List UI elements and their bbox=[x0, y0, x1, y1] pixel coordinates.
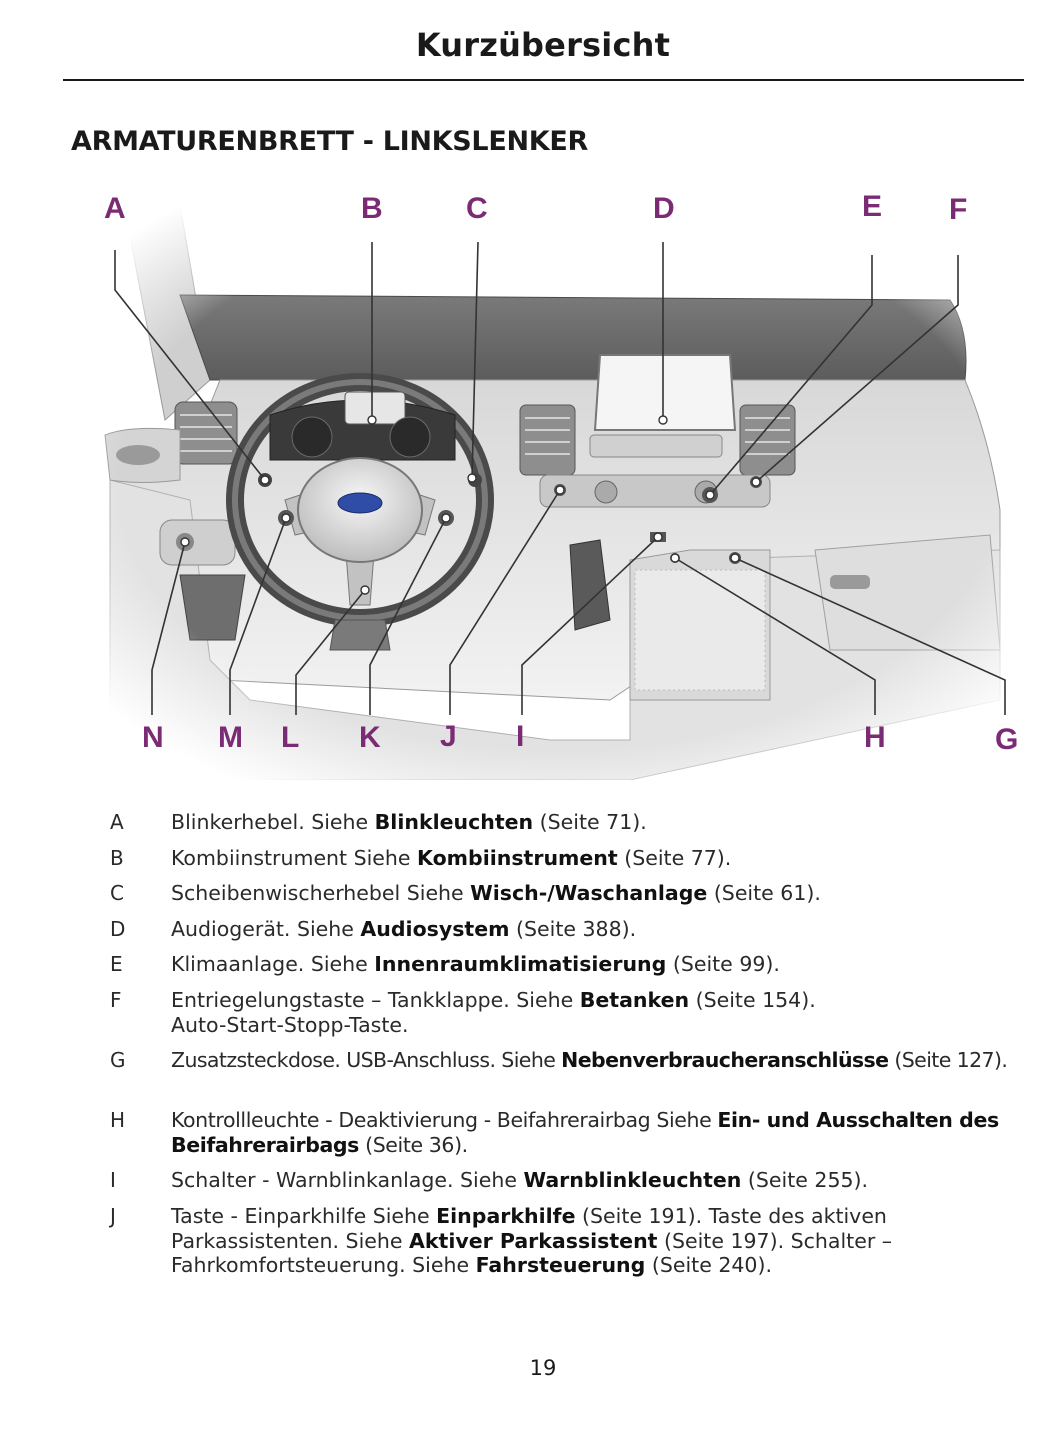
legend-text: Zusatzsteckdose. USB-Anschluss. Siehe Ne… bbox=[171, 1048, 1008, 1072]
legend-text: Entriegelungstaste – Tankklappe. Siehe B… bbox=[171, 988, 816, 1037]
legend-text: Audiogerät. Siehe Audiosystem (Seite 388… bbox=[171, 917, 637, 941]
callout-k: K bbox=[359, 721, 381, 754]
callout-m: M bbox=[218, 721, 243, 754]
callout-l: L bbox=[281, 721, 300, 754]
legend-key: A bbox=[110, 810, 124, 834]
page-number: 19 bbox=[529, 1356, 557, 1380]
dashboard-illustration: A B C D E F N M L K J I H G bbox=[70, 180, 1050, 780]
legend-text: Scheibenwischerhebel Siehe Wisch-/Wascha… bbox=[171, 881, 821, 905]
legend-text: Klimaanlage. Siehe Innenraumklimatisieru… bbox=[171, 952, 780, 976]
legend-key: F bbox=[110, 988, 122, 1012]
page-header-title: Kurzübersicht bbox=[415, 26, 671, 64]
legend-key: G bbox=[110, 1048, 126, 1072]
legend-key: D bbox=[110, 917, 126, 941]
legend-key: E bbox=[110, 952, 123, 976]
legend-text: Kombiinstrument Siehe Kombiinstrument (S… bbox=[171, 846, 732, 870]
header-divider bbox=[63, 79, 1024, 81]
legend-key: B bbox=[110, 846, 124, 870]
callout-f: F bbox=[949, 193, 968, 226]
legend-key: H bbox=[110, 1108, 126, 1132]
callout-h: H bbox=[864, 721, 886, 754]
legend-key: I bbox=[110, 1168, 116, 1192]
section-title: ARMATURENBRETT - LINKSLENKER bbox=[71, 126, 589, 157]
callout-i: I bbox=[516, 720, 525, 753]
legend-text: Blinkerhebel. Siehe Blinkleuchten (Seite… bbox=[171, 810, 647, 834]
callout-a: A bbox=[104, 192, 126, 225]
callout-n: N bbox=[142, 721, 164, 754]
callout-b: B bbox=[361, 192, 383, 225]
callout-g: G bbox=[995, 723, 1019, 756]
legend-key: J bbox=[110, 1204, 116, 1228]
legend-key: C bbox=[110, 881, 124, 905]
legend-text: Schalter - Warnblinkanlage. Siehe Warnbl… bbox=[171, 1168, 869, 1192]
callout-e: E bbox=[862, 190, 883, 223]
dashboard-drawing bbox=[70, 180, 1050, 780]
callout-j: J bbox=[440, 720, 457, 753]
callout-c: C bbox=[466, 192, 488, 225]
callout-d: D bbox=[653, 192, 675, 225]
legend-text: Kontrollleuchte - Deaktivierung - Beifah… bbox=[171, 1108, 999, 1157]
legend-text: Taste - Einparkhilfe Siehe Einparkhilfe … bbox=[171, 1204, 893, 1277]
